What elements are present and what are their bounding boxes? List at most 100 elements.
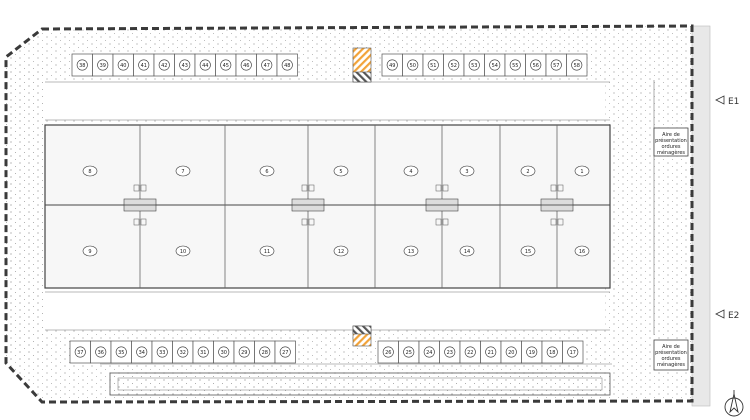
- parking-stall-label: 49: [389, 63, 395, 69]
- parking-stall-42: 42: [153, 53, 175, 77]
- unit-11: 11: [259, 245, 275, 257]
- parking-stall-40: 40: [112, 53, 134, 77]
- parking-stall-label: 47: [264, 63, 270, 69]
- hatched-pillar-bottom-cap: [352, 325, 372, 335]
- unit-7: 7: [175, 165, 191, 177]
- parking-stall-label: 20: [508, 350, 514, 356]
- parking-stall-53: 53: [463, 53, 485, 77]
- parking-stall-label: 29: [241, 350, 247, 356]
- parking-stall-58: 58: [566, 53, 588, 77]
- parking-stall-label: 52: [451, 63, 457, 69]
- unit-label: 5: [339, 169, 342, 175]
- unit-label: 16: [579, 249, 585, 255]
- parking-stall-31: 31: [192, 340, 214, 364]
- parking-stall-19: 19: [521, 340, 543, 364]
- unit-label: 15: [525, 249, 531, 255]
- unit-6: 6: [259, 165, 275, 177]
- parking-stall-label: 31: [200, 350, 206, 356]
- waste-area-top-line1: Aire de: [662, 132, 680, 138]
- parking-stall-label: 48: [284, 63, 290, 69]
- north-arrow-icon: [724, 390, 744, 417]
- unit-3: 3: [459, 165, 475, 177]
- parking-stall-39: 39: [92, 53, 114, 77]
- unit-15: 15: [520, 245, 536, 257]
- unit-label: 11: [264, 249, 270, 255]
- stair-core: [291, 184, 325, 226]
- parking-stall-26: 26: [377, 340, 399, 364]
- right-edge-strip: [691, 25, 711, 407]
- parking-stall-label: 50: [410, 63, 416, 69]
- parking-stall-47: 47: [256, 53, 278, 77]
- parking-stall-label: 26: [385, 350, 391, 356]
- waste-area-top-line2: présentation: [655, 137, 687, 144]
- parking-stall-label: 18: [549, 350, 555, 356]
- unit-label: 14: [464, 249, 470, 255]
- parking-stall-28: 28: [254, 340, 276, 364]
- parking-stall-35: 35: [110, 340, 132, 364]
- unit-12: 12: [333, 245, 349, 257]
- parking-stall-label: 55: [512, 63, 518, 69]
- parking-stall-50: 50: [402, 53, 424, 77]
- unit-label: 13: [408, 249, 414, 255]
- parking-stall-label: 39: [100, 63, 106, 69]
- parking-stall-23: 23: [439, 340, 461, 364]
- parking-stall-34: 34: [131, 340, 153, 364]
- parking-stall-label: 53: [471, 63, 477, 69]
- parking-stall-label: 46: [243, 63, 249, 69]
- parking-stall-51: 51: [422, 53, 444, 77]
- parking-stall-29: 29: [233, 340, 255, 364]
- unit-label: 2: [526, 169, 529, 175]
- parking-stall-32: 32: [172, 340, 194, 364]
- hatched-pillar-top-base: [352, 71, 372, 83]
- unit-label: 6: [265, 169, 268, 175]
- parking-stall-label: 19: [529, 350, 535, 356]
- unit-16: 16: [574, 245, 590, 257]
- waste-area-bottom-line1: Aire de: [662, 344, 680, 350]
- parking-stall-57: 57: [545, 53, 567, 77]
- parking-stall-label: 44: [202, 63, 208, 69]
- unit-label: 1: [580, 169, 583, 175]
- unit-8: 8: [82, 165, 98, 177]
- unit-label: 8: [88, 169, 91, 175]
- parking-stall-46: 46: [235, 53, 257, 77]
- unit-10: 10: [175, 245, 191, 257]
- parking-stall-label: 27: [282, 350, 288, 356]
- unit-14: 14: [459, 245, 475, 257]
- parking-stall-label: 34: [139, 350, 145, 356]
- parking-stall-label: 40: [120, 63, 126, 69]
- bottom-walkway: [100, 363, 612, 396]
- parking-stall-37: 37: [69, 340, 91, 364]
- entry-e2-arrow-icon: [715, 309, 725, 319]
- parking-stall-54: 54: [484, 53, 506, 77]
- parking-stall-label: 25: [406, 350, 412, 356]
- waste-area-bottom: Aire de présentation ordures ménagères: [653, 339, 689, 371]
- entry-e2-label: E2: [728, 311, 739, 321]
- parking-stall-36: 36: [90, 340, 112, 364]
- unit-4: 4: [403, 165, 419, 177]
- parking-stall-21: 21: [480, 340, 502, 364]
- unit-label: 7: [181, 169, 184, 175]
- waste-area-bottom-line4: ménagères: [657, 361, 685, 368]
- parking-stall-label: 54: [492, 63, 498, 69]
- parking-stall-38: 38: [71, 53, 93, 77]
- parking-stall-56: 56: [525, 53, 547, 77]
- entry-e1-arrow-icon: [715, 95, 725, 105]
- parking-stall-label: 51: [430, 63, 436, 69]
- parking-stall-22: 22: [459, 340, 481, 364]
- unit-13: 13: [403, 245, 419, 257]
- parking-stall-55: 55: [504, 53, 526, 77]
- entry-e1: E1: [715, 95, 739, 107]
- parking-stall-24: 24: [418, 340, 440, 364]
- unit-9: 9: [82, 245, 98, 257]
- parking-stall-label: 22: [467, 350, 473, 356]
- entry-e1-label: E1: [728, 97, 739, 107]
- parking-stall-30: 30: [213, 340, 235, 364]
- parking-stall-41: 41: [133, 53, 155, 77]
- unit-label: 10: [180, 249, 186, 255]
- parking-stall-label: 56: [533, 63, 539, 69]
